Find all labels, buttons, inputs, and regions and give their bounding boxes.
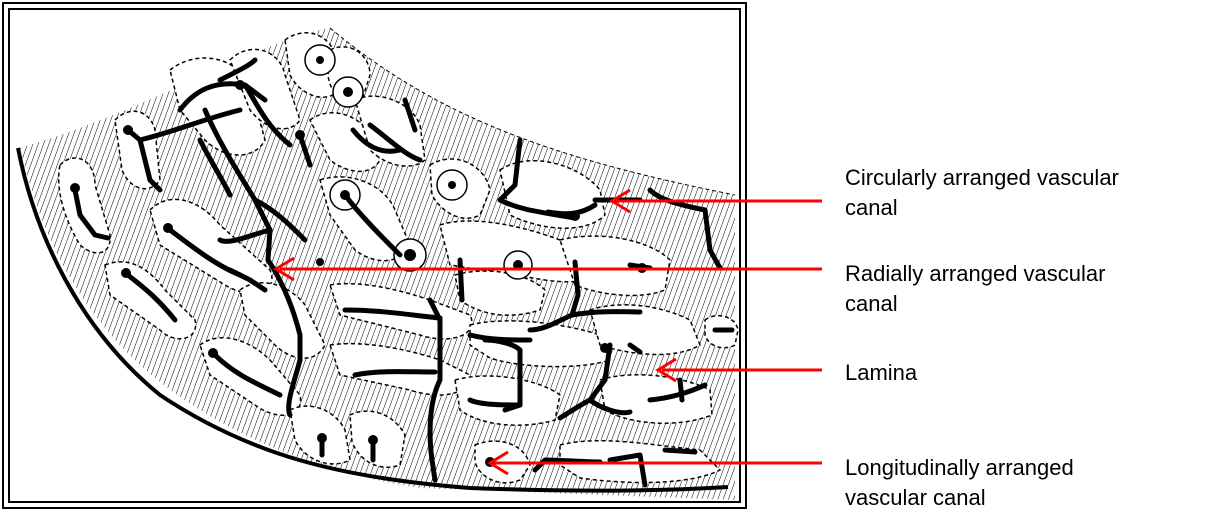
label-circular-line1: Circularly arranged vascular [845,163,1119,193]
label-longitudinal-line2: vascular canal [845,483,1074,513]
label-circular-line2: canal [845,193,1119,223]
label-radial-line1: Radially arranged vascular [845,259,1105,289]
label-longitudinal-line1: Longitudinally arranged [845,453,1074,483]
label-longitudinal-canal: Longitudinally arranged vascular canal [845,453,1074,513]
label-lamina: Lamina [845,358,917,388]
label-lamina-line1: Lamina [845,358,917,388]
label-radial-line2: canal [845,289,1105,319]
label-radial-canal: Radially arranged vascular canal [845,259,1105,319]
label-circular-canal: Circularly arranged vascular canal [845,163,1119,223]
